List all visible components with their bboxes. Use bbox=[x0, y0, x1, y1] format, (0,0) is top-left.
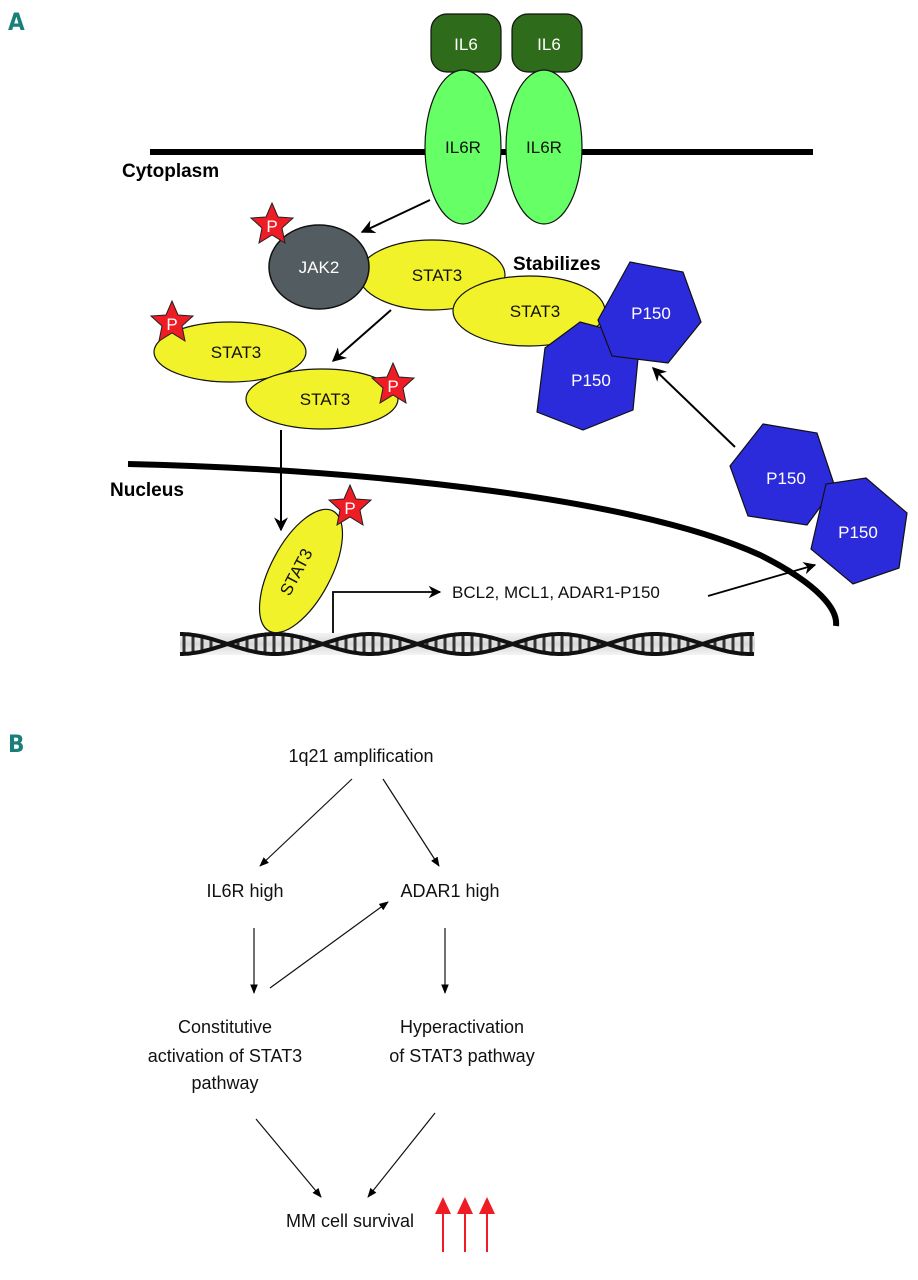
p150-label: P150 bbox=[631, 304, 671, 323]
target-genes-label: BCL2, MCL1, ADAR1-P150 bbox=[452, 583, 660, 602]
stat3-label: STAT3 bbox=[510, 302, 560, 321]
il6-ligand-1: IL6 bbox=[430, 13, 502, 73]
stat3-label: STAT3 bbox=[211, 343, 261, 362]
node-il6r-high: IL6R high bbox=[206, 881, 283, 901]
arrow-1q21-to-il6r bbox=[259, 778, 353, 867]
dna-helix bbox=[180, 632, 755, 656]
p150-label: P150 bbox=[766, 469, 806, 488]
phospho-star-stat3-right: P bbox=[371, 362, 415, 404]
arrow-1q21-to-adar1 bbox=[382, 778, 440, 867]
p150-label: P150 bbox=[838, 523, 878, 542]
arrow-il6r-to-jak2 bbox=[360, 199, 431, 233]
jak2-label: JAK2 bbox=[299, 258, 340, 277]
stat3-label: STAT3 bbox=[412, 266, 462, 285]
cytoplasm-label: Cytoplasm bbox=[122, 161, 219, 182]
stat3-membrane-2: STAT3 bbox=[452, 275, 606, 347]
il6r-receptor-1: IL6R bbox=[424, 69, 502, 225]
phospho-label: P bbox=[166, 315, 177, 334]
arrow-constitutive-to-survival bbox=[255, 1118, 322, 1198]
node-line: Constitutive bbox=[178, 1017, 272, 1037]
phospho-star-jak2: P bbox=[250, 202, 294, 244]
node-line: activation of STAT3 bbox=[148, 1046, 302, 1066]
p150-cyto-upper: P150 bbox=[597, 261, 702, 364]
arrow-stat3-phosphorylation bbox=[331, 309, 392, 362]
red-up-arrow-head bbox=[435, 1197, 451, 1214]
p150-nuclear-lower: P150 bbox=[810, 477, 908, 585]
il6-ligand-2: IL6 bbox=[511, 13, 583, 73]
phospho-star-stat3-left: P bbox=[150, 300, 194, 342]
phospho-star-nuclear: P bbox=[328, 484, 372, 526]
node-adar1-high: ADAR1 high bbox=[400, 881, 499, 901]
panel-b-label: B bbox=[8, 730, 24, 758]
node-line: Hyperactivation bbox=[400, 1017, 524, 1037]
il6r-receptor-2: IL6R bbox=[505, 69, 583, 225]
stabilizes-label: Stabilizes bbox=[513, 254, 601, 275]
panel-a-label: A bbox=[8, 8, 25, 36]
node-1q21-amplification: 1q21 amplification bbox=[288, 746, 433, 766]
nuclear-envelope bbox=[127, 461, 840, 627]
node-line: of STAT3 pathway bbox=[389, 1046, 534, 1066]
phospho-label: P bbox=[387, 377, 398, 396]
il6r-label: IL6R bbox=[445, 138, 481, 157]
il6-label: IL6 bbox=[454, 35, 478, 54]
il6-label: IL6 bbox=[537, 35, 561, 54]
arrow-translation-p150 bbox=[707, 562, 817, 597]
arrow-hyperactivation-to-survival bbox=[367, 1112, 436, 1198]
transcription-arrow bbox=[332, 585, 442, 633]
il6r-label: IL6R bbox=[526, 138, 562, 157]
arrow-p150-export bbox=[651, 367, 736, 448]
node-hyperactivation: Hyperactivation of STAT3 pathway bbox=[389, 1017, 534, 1066]
p150-nuclear-upper: P150 bbox=[729, 423, 836, 526]
increase-arrows bbox=[435, 1197, 495, 1252]
p150-label: P150 bbox=[571, 371, 611, 390]
phospho-label: P bbox=[266, 217, 277, 236]
jak2-kinase: JAK2 bbox=[268, 224, 370, 310]
node-constitutive-activation: Constitutive activation of STAT3 pathway bbox=[148, 1017, 302, 1093]
red-up-arrow-head bbox=[457, 1197, 473, 1214]
stat3-nuclear: STAT3 bbox=[258, 508, 344, 634]
red-up-arrow-head bbox=[479, 1197, 495, 1214]
node-mm-cell-survival: MM cell survival bbox=[286, 1211, 414, 1231]
arrow-stat3-to-adar1 bbox=[269, 901, 389, 989]
node-line: pathway bbox=[191, 1073, 258, 1093]
stat3-label: STAT3 bbox=[300, 390, 350, 409]
nucleus-label: Nucleus bbox=[110, 480, 184, 501]
stat3-dimer-left: STAT3 bbox=[153, 321, 307, 383]
stat3-dimer-right: STAT3 bbox=[245, 368, 399, 430]
phospho-label: P bbox=[344, 499, 355, 518]
